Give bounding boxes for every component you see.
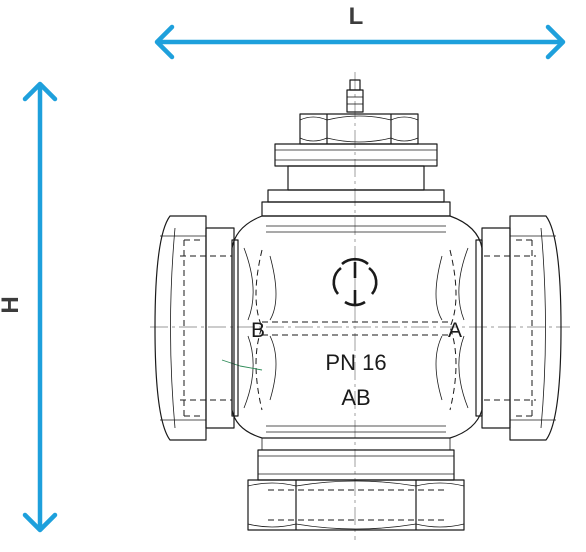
left-union-nut: [154, 215, 239, 441]
port-b-label: B: [251, 319, 265, 342]
valve-stem: [346, 79, 364, 113]
port-a-label: A: [448, 319, 462, 342]
length-dimension-arrow: [154, 24, 566, 60]
pressure-symbol-icon: [332, 257, 378, 307]
height-label: H: [0, 296, 24, 313]
valve-body: [221, 215, 483, 450]
bonnet: [261, 143, 451, 217]
length-label: L: [349, 3, 364, 30]
height-dimension-arrow: [22, 81, 58, 533]
gland-nut: [299, 113, 419, 145]
pressure-rating-label: PN 16: [325, 350, 386, 375]
port-ab-label: AB: [341, 385, 370, 410]
bottom-union-nut: [247, 449, 465, 531]
right-union-nut: [475, 215, 562, 441]
